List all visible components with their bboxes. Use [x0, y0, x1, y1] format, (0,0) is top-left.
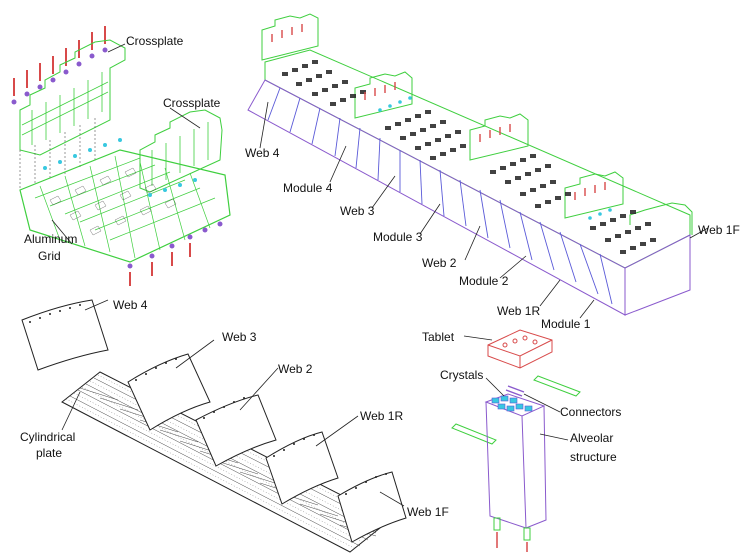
aluminum-grid-base: [19, 149, 231, 263]
diagram-labels: Crossplate Crossplate Aluminum Grid Web …: [20, 34, 740, 519]
connectors-part: [505, 385, 525, 397]
label-tablet: Tablet: [422, 330, 455, 344]
label-aluminum-grid-line2: Grid: [38, 249, 61, 263]
supermodule-crossplates: [261, 13, 693, 235]
alveolar-assembly: [451, 329, 581, 552]
label-web4-bottom: Web 4: [113, 298, 148, 312]
connector-bar-right: [533, 375, 581, 397]
label-web2-top: Web 2: [422, 256, 457, 270]
tablet-part: [487, 329, 553, 369]
label-alveolar-line2: structure: [570, 450, 617, 464]
cylindrical-plate-assembly: [21, 299, 407, 553]
crystals-part: [491, 395, 533, 412]
label-module3: Module 3: [373, 230, 423, 244]
label-web1f-bottom: Web 1F: [407, 505, 449, 519]
connector-bar-left: [451, 423, 497, 445]
label-module4: Module 4: [283, 181, 333, 195]
supermodule-assembly: [247, 13, 693, 316]
crystal-pockets: [282, 60, 656, 254]
label-crossplate-1: Crossplate: [126, 34, 184, 48]
supermodule-side-face: [247, 79, 626, 316]
label-web3-top: Web 3: [340, 204, 375, 218]
label-web2-bottom: Web 2: [278, 362, 313, 376]
label-connectors: Connectors: [560, 405, 621, 419]
label-web3-bottom: Web 3: [222, 330, 257, 344]
alveolar-structure-part: [484, 393, 547, 529]
label-web1f-top: Web 1F: [698, 223, 740, 237]
label-web4-top: Web 4: [245, 146, 280, 160]
web-2-bottom: [195, 394, 277, 467]
label-crystals: Crystals: [440, 368, 483, 382]
label-web1r-top: Web 1R: [497, 304, 540, 318]
leader-lines: [51, 43, 709, 507]
label-module2: Module 2: [459, 274, 509, 288]
crossplate-bolts: [13, 26, 106, 96]
crossplate-front: [139, 109, 223, 193]
cylindrical-plate-mesh: [69, 377, 385, 547]
web-4-bottom: [21, 299, 109, 371]
crossplate-rear: [19, 39, 126, 156]
web-3-bottom: [127, 353, 211, 431]
label-cylindrical-plate-line2: plate: [36, 446, 62, 460]
aluminum-grid-assembly: [11, 26, 231, 286]
web-1f-bottom: [337, 471, 407, 543]
label-crossplate-2: Crossplate: [163, 96, 221, 110]
label-alveolar-line1: Alveolar: [570, 431, 613, 445]
alignment-pins: [43, 138, 197, 197]
web-1r-bottom: [265, 431, 339, 505]
feedthrough-pins: [493, 517, 531, 541]
label-cylindrical-plate-line1: Cylindrical: [20, 430, 75, 444]
label-module1: Module 1: [541, 317, 591, 331]
label-aluminum-grid-line1: Aluminum: [24, 232, 77, 246]
label-web1r-bottom: Web 1R: [360, 409, 403, 423]
